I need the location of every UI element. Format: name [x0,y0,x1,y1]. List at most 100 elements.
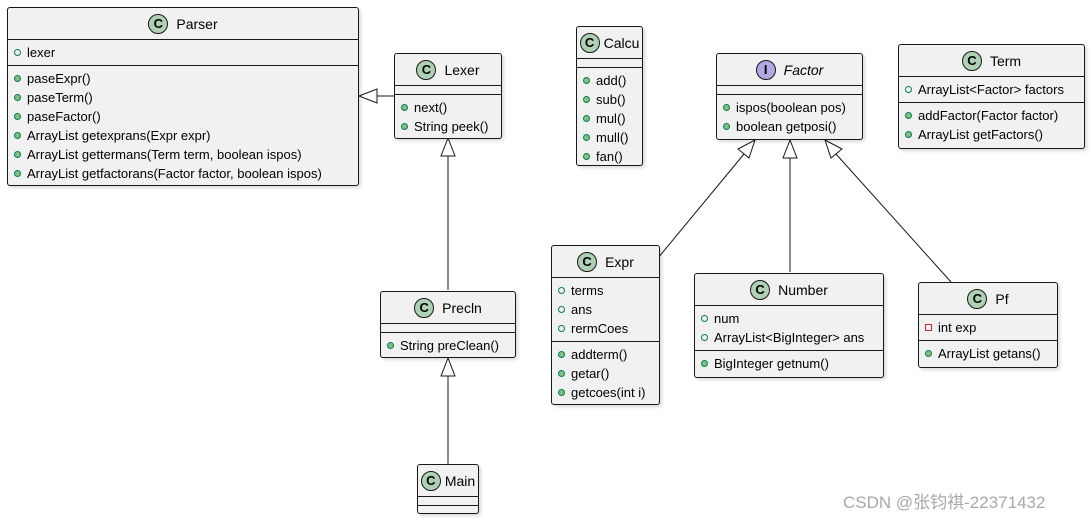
public-method-icon [905,131,912,138]
class-precln-header: C Precln [381,292,515,324]
public-field-icon [558,306,565,313]
method-row: ArrayList getfactorans(Factor factor, bo… [14,164,358,183]
public-method-icon [558,389,565,396]
field-row: rermCoes [558,319,659,338]
method-row: mul() [583,109,642,128]
class-icon: C [967,288,988,309]
class-name: Expr [605,253,634,270]
class-name: Main [444,472,476,489]
method-row: String preClean() [387,336,515,355]
public-method-icon [905,112,912,119]
class-pf-header: C Pf [919,283,1057,315]
method-row: paseTerm() [14,88,358,107]
public-method-icon [583,153,590,160]
class-icon: C [579,32,600,53]
class-term[interactable]: C Term ArrayList<Factor> factors addFact… [898,44,1085,149]
field-row: ans [558,300,659,319]
method-row: sub() [583,90,642,109]
fields-section [418,497,478,506]
public-method-icon [14,170,21,177]
class-name: Calcu [603,34,640,51]
fields-section [381,324,515,333]
method-row: boolean getposi() [723,117,862,136]
method-row: add() [583,71,642,90]
class-number-header: C Number [695,274,883,306]
arrow-parser-lexer [357,88,378,104]
public-method-icon [14,151,21,158]
methods-section: String preClean() [381,333,515,358]
method-row: paseExpr() [14,69,358,88]
methods-section: next() String peek() [395,95,501,139]
public-method-icon [583,134,590,141]
class-calcu[interactable]: C Calcu add() sub() mul() mull() fan() [576,26,643,166]
public-field-icon [701,315,708,322]
method-row: ArrayList getexprans(Expr expr) [14,126,358,145]
class-parser-header: C Parser [8,8,358,40]
method-row: addterm() [558,345,659,364]
class-pf[interactable]: C Pf int exp ArrayList getans() [918,282,1058,368]
interface-factor[interactable]: I Factor ispos(boolean pos) boolean getp… [716,53,863,140]
class-icon: C [750,279,771,300]
public-method-icon [558,351,565,358]
methods-section: add() sub() mul() mull() fan() [577,68,642,169]
method-row: ArrayList getans() [925,344,1057,363]
method-row: fan() [583,147,642,166]
class-icon: C [961,50,982,71]
class-icon: C [420,470,441,491]
class-parser[interactable]: C Parser lexer paseExpr() paseTerm() pas… [7,7,359,186]
public-field-icon [558,325,565,332]
methods-section: ispos(boolean pos) boolean getposi() [717,95,862,139]
field-row: int exp [925,318,1057,337]
class-main[interactable]: C Main [417,464,479,514]
public-method-icon [583,96,590,103]
class-icon: C [416,59,437,80]
fields-section: int exp [919,315,1057,341]
method-row: getar() [558,364,659,383]
class-icon: C [414,297,435,318]
class-expr[interactable]: C Expr terms ans rermCoes addterm() geta… [551,245,660,405]
class-number[interactable]: C Number num ArrayList<BigInteger> ans B… [694,273,884,378]
watermark: CSDN @张钧祺-22371432 [843,493,1046,512]
methods-section [418,506,478,514]
public-method-icon [583,77,590,84]
class-precln[interactable]: C Precln String preClean() [380,291,516,358]
class-term-header: C Term [899,45,1084,77]
field-row: ArrayList<BigInteger> ans [701,328,883,347]
public-field-icon [14,49,21,56]
public-method-icon [14,132,21,139]
class-name: Term [989,52,1022,69]
public-method-icon [723,104,730,111]
class-icon: C [148,13,169,34]
method-row: ArrayList gettermans(Term term, boolean … [14,145,358,164]
methods-section: paseExpr() paseTerm() paseFactor() Array… [8,66,358,186]
class-name: Number [778,281,828,298]
class-icon: C [577,251,598,272]
method-row: next() [401,98,501,117]
public-method-icon [401,123,408,130]
public-method-icon [558,370,565,377]
field-row: terms [558,281,659,300]
fields-section: ArrayList<Factor> factors [899,77,1084,103]
public-method-icon [14,94,21,101]
arrow-factor-expr [737,138,756,159]
method-row: ArrayList getFactors() [905,125,1084,144]
fields-section: lexer [8,40,358,66]
field-row: ArrayList<Factor> factors [905,80,1084,99]
class-lexer[interactable]: C Lexer next() String peek() [394,53,502,139]
class-name: Parser [176,15,218,32]
method-row: ispos(boolean pos) [723,98,862,117]
public-method-icon [14,113,21,120]
arrow-factor-number [782,138,798,159]
methods-section: addFactor(Factor factor) ArrayList getFa… [899,103,1084,147]
public-method-icon [925,350,932,357]
public-field-icon [701,334,708,341]
fields-section: terms ans rermCoes [552,278,659,342]
public-field-icon [905,86,912,93]
field-row: lexer [14,43,358,62]
public-method-icon [387,342,394,349]
fields-section [395,86,501,95]
methods-section: BigInteger getnum() [695,351,883,376]
class-name: Precln [442,299,482,316]
private-field-icon [925,324,932,331]
